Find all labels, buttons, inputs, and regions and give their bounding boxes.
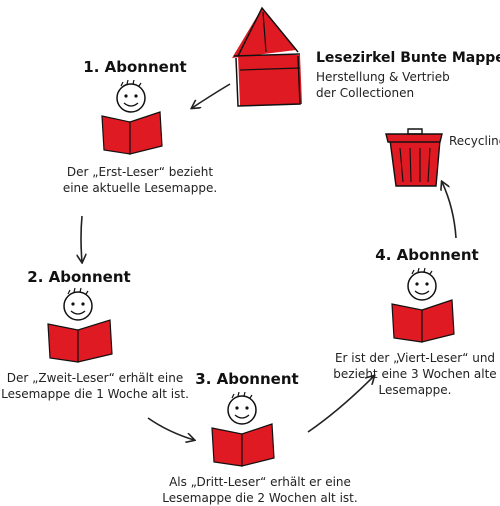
house-icon <box>232 6 302 107</box>
recycling-label: Recycling <box>449 134 500 148</box>
brand-subtitle: Herstellung & Vertrieb der Collectionen <box>316 69 496 101</box>
subscriber-2-text-line-1: Der „Zweit-Leser“ erhält eine <box>6 371 184 385</box>
arrow-2-to-3 <box>147 417 194 440</box>
subscriber-3-description: Als „Dritt-Leser“ erhält er eine Lesemap… <box>150 474 370 506</box>
subscriber-3-text-line-2: Lesemappe die 2 Wochen alt ist. <box>162 491 358 505</box>
subscriber-1-text-line-2: eine aktuelle Lesemappe. <box>62 181 218 195</box>
brand-subtitle-line-1: Herstellung & Vertrieb <box>316 70 450 84</box>
subscriber-2-heading: 2. Abonnent <box>27 268 131 286</box>
subscriber-3-heading: 3. Abonnent <box>195 370 299 388</box>
arrow-1-to-2 <box>81 215 82 262</box>
subscriber-1-text-line-1: Der „Erst-Leser“ bezieht <box>66 165 214 179</box>
subscriber-4-heading: 4. Abonnent <box>375 246 479 264</box>
subscriber-3-text-line-1: Als „Dritt-Leser“ erhält er eine <box>169 475 351 489</box>
brand-subtitle-line-2: der Collectionen <box>316 86 415 100</box>
arrow-4-to-recycling <box>442 182 457 239</box>
subscriber-2-description: Der „Zweit-Leser“ erhält eine Lesemappe … <box>0 370 190 402</box>
trash-bin-icon <box>385 128 443 187</box>
subscriber-2-text-line-2: Lesemappe die 1 Woche alt ist. <box>1 387 189 401</box>
subscriber-1-heading: 1. Abonnent <box>83 58 187 76</box>
subscriber-4-description: Er ist der „Viert-Leser“ und bezieht ein… <box>330 350 500 398</box>
subscriber-4-text-line-3: Lesemappe. <box>378 383 452 397</box>
subscriber-4-figure <box>391 267 455 343</box>
subscriber-3-figure <box>211 391 275 467</box>
subscriber-1-description: Der „Erst-Leser“ bezieht eine aktuelle L… <box>40 164 240 196</box>
subscriber-1-figure <box>101 79 163 155</box>
arrow-3-to-4 <box>307 376 374 433</box>
subscriber-4-text-line-2: bezieht eine 3 Wochen alte <box>333 367 497 381</box>
subscriber-4-text-line-1: Er ist der „Viert-Leser“ und <box>334 351 496 365</box>
brand-title: Lesezirkel Bunte Mappe <box>316 50 500 66</box>
subscriber-2-figure <box>47 287 113 363</box>
arrow-publisher-to-1 <box>192 83 231 108</box>
